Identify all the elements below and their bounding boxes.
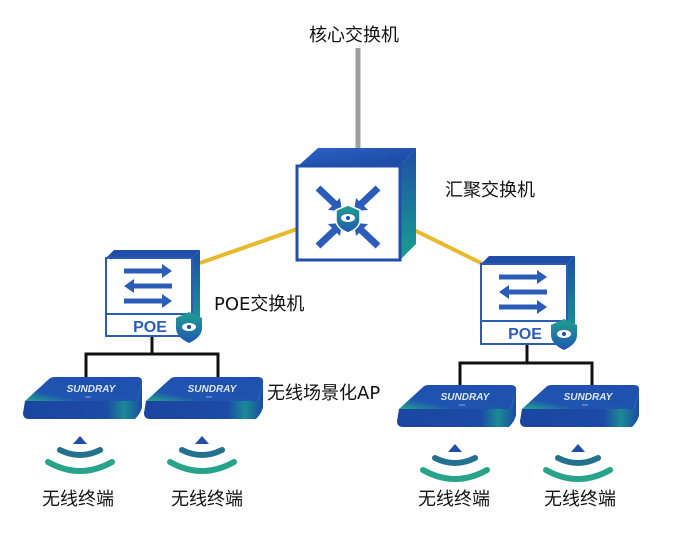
aggregation-switch-label: 汇聚交换机	[445, 180, 535, 201]
bidirectional-arrows-icon	[124, 264, 172, 308]
poe-side-face	[192, 250, 200, 334]
access-points: SUNDRAY SUNDRAY SUNDRAY SUNDRAY	[23, 377, 640, 427]
wifi-signals	[45, 436, 613, 482]
ap-top-face	[146, 377, 264, 401]
ap-led	[459, 404, 465, 406]
terminal-label: 无线终端	[42, 489, 114, 510]
terminal-label: 无线终端	[544, 489, 616, 510]
poe-switch-right[interactable]: POE	[480, 256, 577, 350]
ap-top-face	[399, 385, 517, 409]
cube-side-face	[400, 148, 416, 260]
poe-badge: POE	[133, 319, 167, 336]
ap-front-face	[144, 383, 263, 419]
ap-top-face	[25, 377, 143, 401]
poe-badge: POE	[508, 326, 542, 343]
ap-front-face	[520, 391, 639, 427]
poe-top-face	[481, 256, 575, 264]
core-switch-label: 核心交换机	[309, 25, 399, 46]
ap-brand-text: SUNDRAY	[441, 392, 491, 403]
left-downlink-tree	[84, 336, 220, 378]
bidirectional-arrows-icon	[499, 270, 547, 314]
poe-switch-label: POE交换机	[214, 294, 305, 315]
wireless-ap[interactable]: SUNDRAY	[23, 377, 143, 419]
shield-eye-icon	[176, 312, 202, 343]
ap-brand-text: SUNDRAY	[188, 384, 238, 395]
terminal-label: 无线终端	[171, 489, 243, 510]
wifi-signal-icon	[45, 436, 115, 474]
shield-eye-icon	[335, 204, 361, 234]
ap-label: 无线场景化AP	[267, 383, 381, 404]
shield-eye-icon	[551, 319, 577, 350]
ap-brand-text: SUNDRAY	[564, 392, 614, 403]
aggregation-to-poe-left-line	[199, 226, 301, 265]
cube-top-face	[298, 148, 416, 166]
poe-top-face	[106, 250, 200, 258]
wireless-ap[interactable]: SUNDRAY	[144, 377, 264, 419]
terminal-label: 无线终端	[418, 489, 490, 510]
wifi-signal-icon	[420, 444, 490, 482]
right-downlink-tree	[458, 344, 594, 386]
ap-front-face	[23, 383, 142, 419]
aggregation-to-poe-right-line	[409, 226, 484, 266]
poe-side-face	[567, 256, 575, 342]
ap-led	[85, 396, 91, 398]
ap-front-face	[397, 391, 516, 427]
ap-led	[206, 396, 212, 398]
wireless-ap[interactable]: SUNDRAY	[520, 385, 640, 427]
aggregation-switch[interactable]	[295, 148, 416, 262]
ap-top-face	[522, 385, 640, 409]
wifi-signal-icon	[543, 444, 613, 482]
wifi-signal-icon	[167, 436, 237, 474]
ap-brand-text: SUNDRAY	[67, 384, 117, 395]
wireless-ap[interactable]: SUNDRAY	[397, 385, 517, 427]
poe-switch-left[interactable]: POE	[105, 250, 202, 343]
ap-led	[582, 404, 588, 406]
